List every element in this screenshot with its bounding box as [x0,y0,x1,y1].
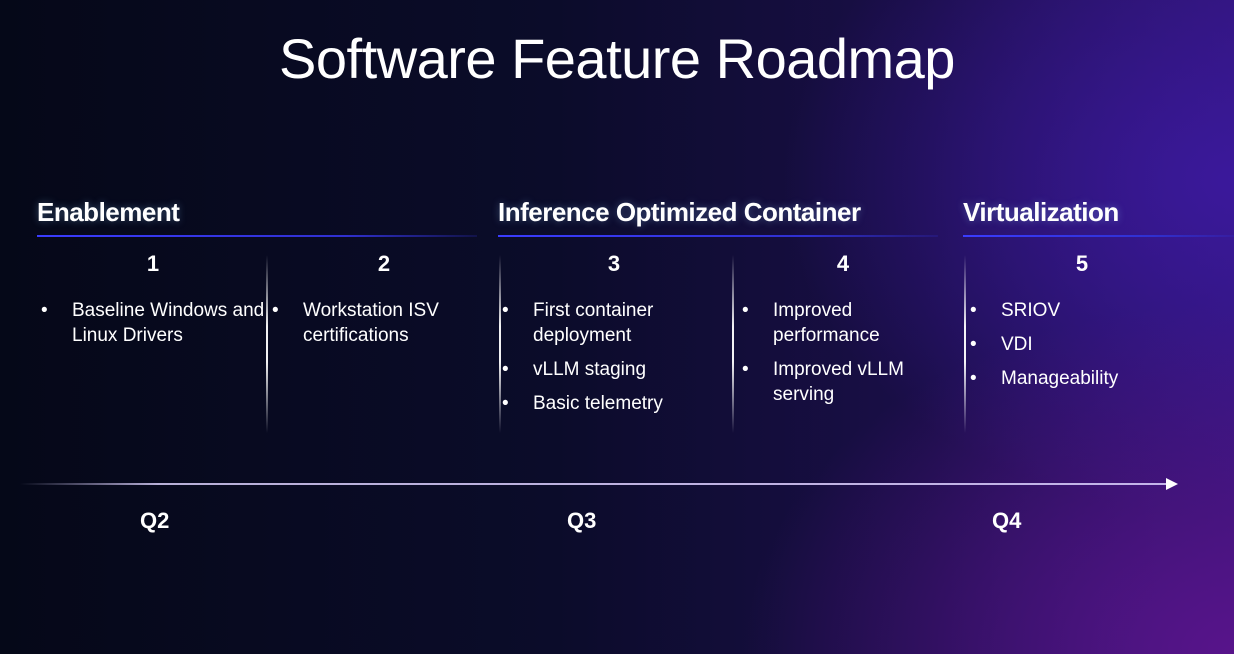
section-virtualization: Virtualization [963,197,1234,237]
quarter-label-q2: Q2 [140,508,170,533]
bullet-icon: • [502,300,509,321]
quarter-label-q4: Q4 [992,508,1022,533]
list-item: •Baseline Windows and Linux Drivers [41,300,265,346]
timeline-axis [20,483,1170,485]
bullet-icon: • [272,300,279,321]
section-label: Inference Optimized Container [498,197,861,227]
list-item: •Workstation ISV certifications [272,300,439,346]
column-divider [499,255,501,433]
roadmap-column-1: 1 •Baseline Windows and Linux Drivers [37,250,269,357]
list-item: •Manageability [970,368,1119,389]
roadmap-column-4: 4 •Improved performance •Improved vLLM s… [738,250,958,416]
bullet-icon: • [502,359,509,380]
slide-title: Software Feature Roadmap [279,27,955,90]
bullet-icon: • [742,300,749,321]
bullet-icon: • [742,359,749,380]
column-number: 1 [146,251,160,276]
arrow-right-icon [1166,478,1178,490]
list-item: •Improved vLLM serving [742,359,904,405]
bullet-icon: • [970,368,977,389]
section-label: Enablement [37,197,180,227]
section-label: Virtualization [963,197,1119,227]
section-underline [498,235,938,237]
list-item: •SRIOV [970,300,1061,321]
roadmap-column-3: 3 •First container deployment •vLLM stag… [498,250,730,425]
column-divider [732,255,734,433]
roadmap-column-2: 2 •Workstation ISV certifications [268,250,500,357]
column-divider [964,255,966,433]
list-item: •First container deployment [502,300,654,346]
bullet-icon: • [502,393,509,414]
section-enablement: Enablement [37,197,477,237]
column-number: 2 [377,251,391,276]
bullet-icon: • [970,334,977,355]
roadmap-column-5: 5 •SRIOV •VDI •Manageability [966,250,1198,400]
list-item: •Basic telemetry [502,393,663,414]
list-item: •VDI [970,334,1033,355]
quarter-label-q3: Q3 [567,508,597,533]
list-item: •vLLM staging [502,359,647,380]
section-underline [963,235,1234,237]
bullet-icon: • [41,300,48,321]
section-underline [37,235,477,237]
bullet-icon: • [970,300,977,321]
column-number: 4 [836,251,850,276]
column-number: 3 [607,251,621,276]
column-number: 5 [1075,251,1089,276]
list-item: •Improved performance [742,300,880,346]
section-inference: Inference Optimized Container [498,197,938,237]
column-divider [266,255,268,433]
